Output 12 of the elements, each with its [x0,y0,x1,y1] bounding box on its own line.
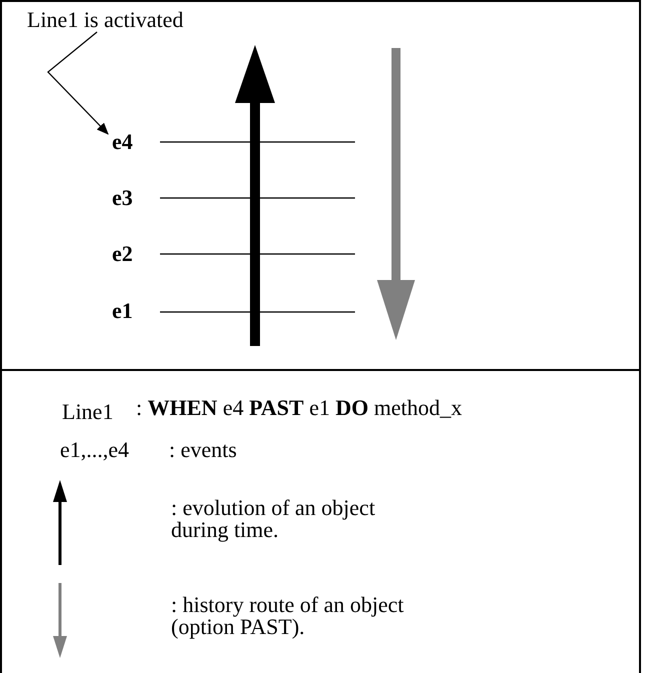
leader-line [47,32,109,135]
rule-definition: : WHEN e4 PAST e1 DO method_x [136,396,462,420]
event-label: e2 [112,242,133,266]
term-definition: : events [169,438,237,462]
rule-name: Line1 [62,400,114,424]
event-label: e4 [112,130,133,154]
legend-text: : history route of an object (option PAST). [171,594,405,638]
term-name: e1,...,e4 [60,438,130,462]
legend-text: : evolution of an object during time. [171,497,376,541]
event-label: e1 [112,299,133,323]
annotation-text: Line1 is activated [27,8,184,32]
event-label: e3 [112,186,133,210]
